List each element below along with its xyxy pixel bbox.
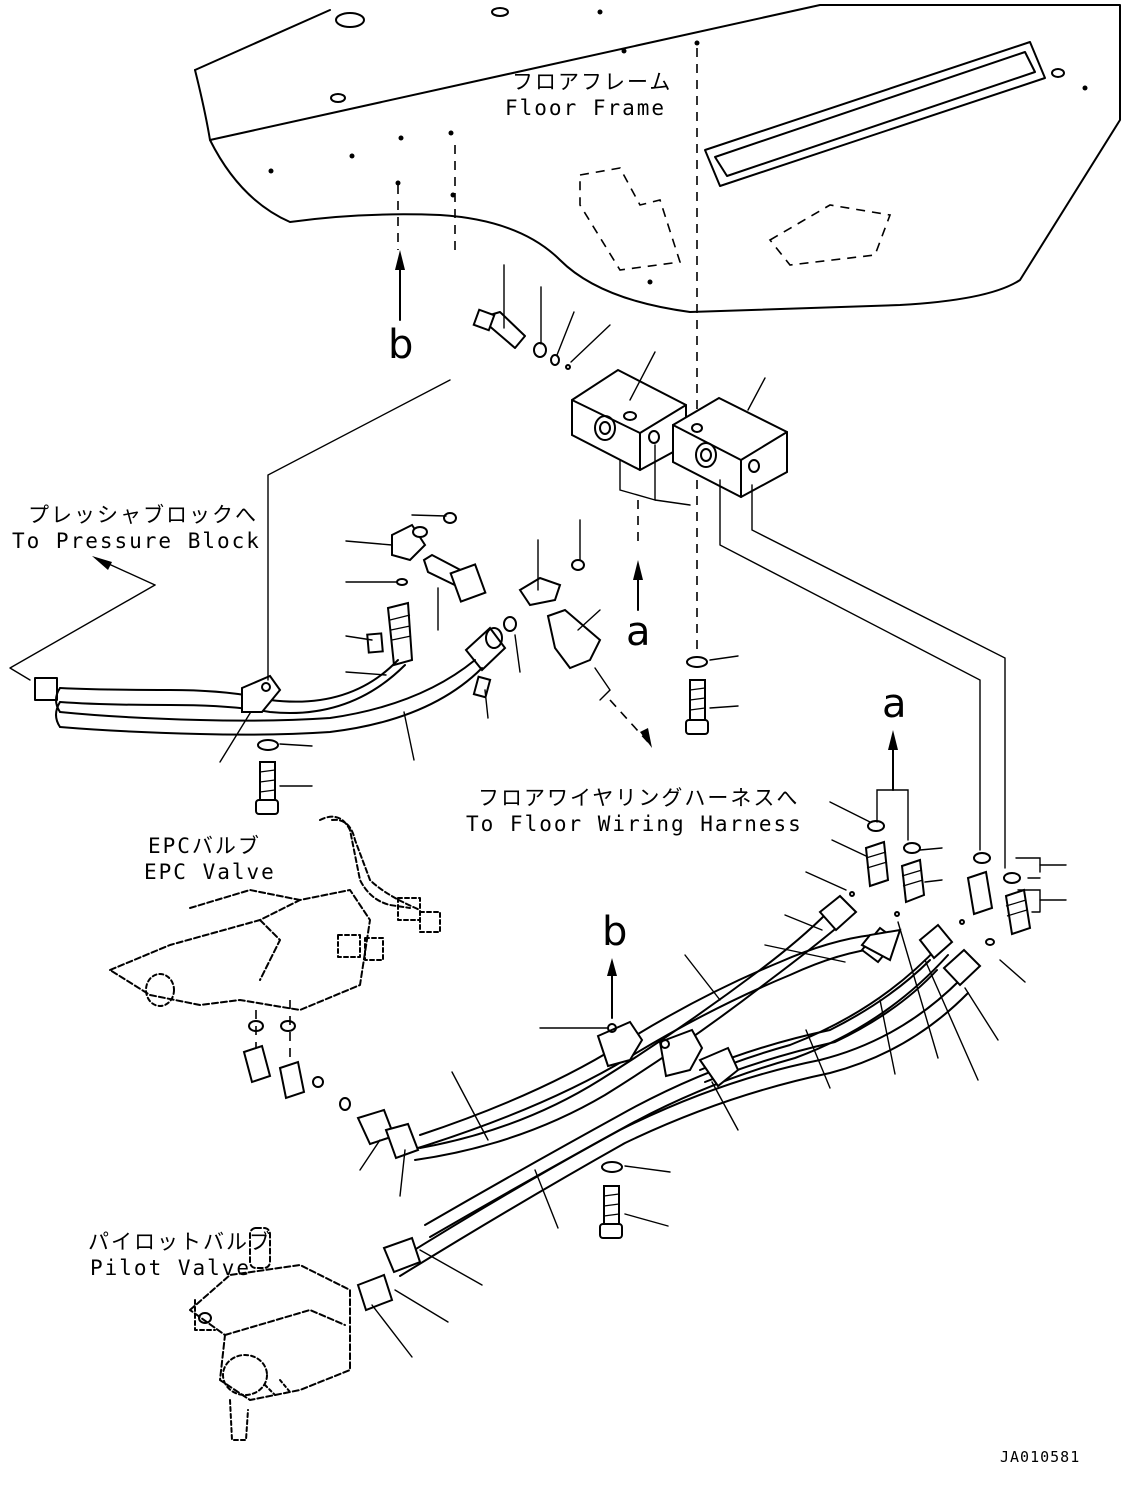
floor-frame-label-jp: フロアフレーム bbox=[512, 70, 673, 94]
arrow-b-top bbox=[395, 250, 405, 321]
hose-bundle bbox=[312, 894, 999, 1358]
floor-harness-label-jp: フロアワイヤリングハーネスへ bbox=[478, 786, 800, 810]
callout-a-center: a bbox=[626, 609, 651, 655]
arrow-b-lower bbox=[607, 958, 617, 1019]
center-bolts bbox=[255, 655, 739, 815]
block-assembly bbox=[472, 264, 1006, 869]
pilot-valve-label-jp: パイロットバルブ bbox=[88, 1230, 272, 1254]
floor-frame-label-en: Floor Frame bbox=[505, 96, 667, 120]
left-fittings bbox=[219, 512, 602, 763]
callout-b-top: b bbox=[388, 322, 414, 368]
hoses-left bbox=[9, 379, 483, 736]
epc-valve-label-en: EPC Valve bbox=[144, 860, 276, 884]
pressure-block-label-en: To Pressure Block bbox=[12, 529, 261, 553]
pilot-valve-label-en: Pilot Valve bbox=[90, 1256, 252, 1280]
epc-valve bbox=[109, 815, 441, 1100]
arrow-pressure-block bbox=[92, 556, 156, 586]
right-fittings bbox=[805, 801, 1067, 983]
floor-harness-label-en: To Floor Wiring Harness bbox=[466, 812, 803, 836]
drawing-code: JA010581 bbox=[1000, 1448, 1081, 1466]
arrow-harness bbox=[594, 667, 652, 748]
arrow-a-center bbox=[633, 560, 643, 611]
pressure-block-label-jp: プレッシャブロックへ bbox=[28, 503, 258, 527]
epc-valve-label-jp: EPCバルブ bbox=[148, 834, 261, 858]
callout-a-right: a bbox=[882, 681, 907, 727]
pilot-valve bbox=[189, 1227, 351, 1441]
callout-b-lower: b bbox=[602, 909, 628, 955]
lower-bolt bbox=[599, 1161, 671, 1239]
floor-frame bbox=[194, 4, 1121, 650]
arrow-a-right bbox=[876, 730, 909, 841]
